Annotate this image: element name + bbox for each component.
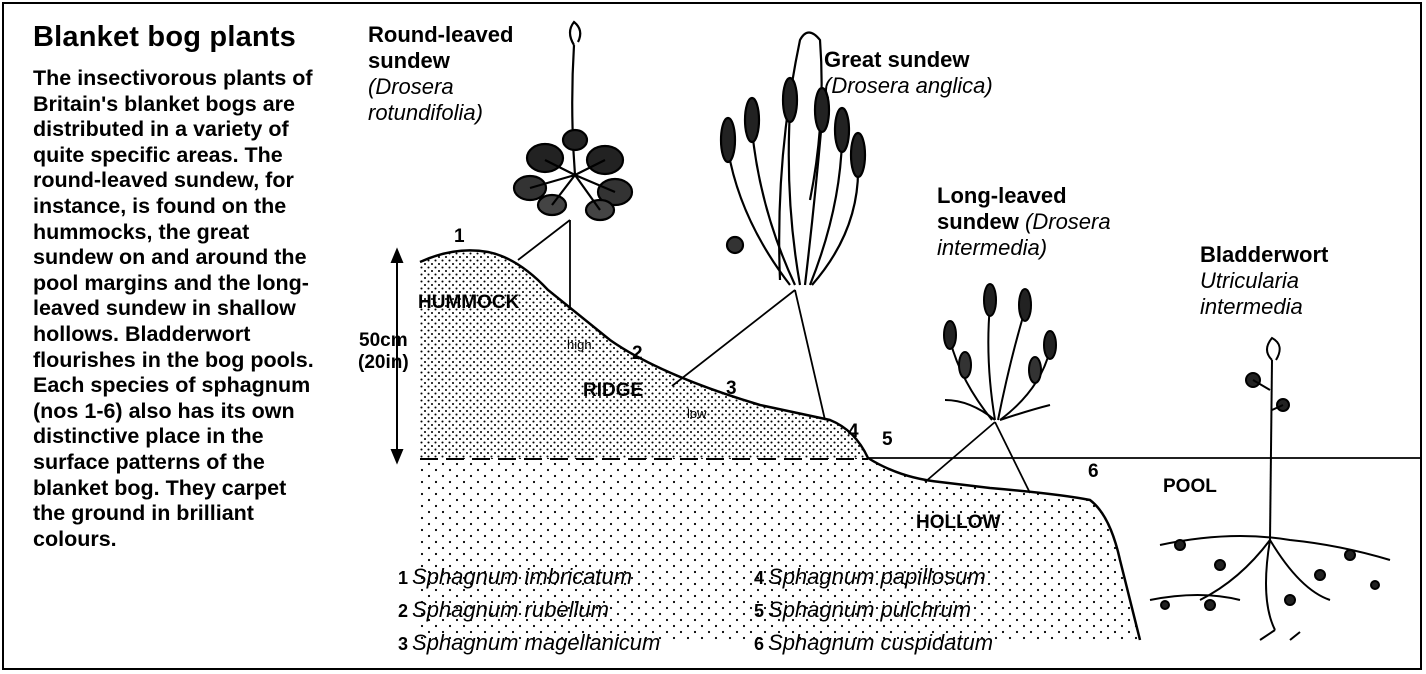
long-leaved-name-line-2: sundew <box>937 209 1019 234</box>
hummock-ridge-peat <box>420 250 868 458</box>
height-metric: 50cm <box>358 330 409 352</box>
long-leaved-sundew-illustration <box>944 284 1056 420</box>
round-leaved-latin-line-1: (Drosera <box>368 74 513 100</box>
marker-3: 3 <box>726 378 737 400</box>
zone-hollow: HOLLOW <box>916 512 1000 534</box>
round-leaved-sundew-label: Round-leaved sundew (Drosera rotundifoli… <box>368 22 513 126</box>
zone-ridge: RIDGE <box>583 380 643 402</box>
height-scale-label: 50cm (20in) <box>358 330 409 374</box>
marker-1: 1 <box>454 226 465 248</box>
long-leaved-name-line-1: Long-leaved <box>937 183 1111 209</box>
long-leaved-latin-line-1: (Drosera <box>1025 209 1111 234</box>
bladderwort-latin-line-1: Utricularia <box>1200 268 1328 294</box>
great-sundew-latin: (Drosera anglica) <box>824 73 993 99</box>
long-leaved-sundew-label: Long-leaved sundew (Drosera intermedia) <box>937 183 1111 261</box>
zone-hummock: HUMMOCK <box>418 292 519 314</box>
height-imperial: (20in) <box>358 352 409 374</box>
marker-6: 6 <box>1088 461 1099 483</box>
diagram-title: Blanket bog plants <box>33 22 296 54</box>
round-leaved-latin-line-2: rotundifolia) <box>368 100 513 126</box>
zone-pool: POOL <box>1163 476 1217 498</box>
round-leaved-sundew-illustration <box>514 22 632 220</box>
round-leaved-name-line-1: Round-leaved <box>368 22 513 48</box>
bladderwort-latin-line-2: intermedia <box>1200 294 1328 320</box>
long-leaved-latin-line-2: intermedia) <box>937 235 1111 261</box>
bladderwort-name: Bladderwort <box>1200 242 1328 268</box>
zone-low: low <box>687 406 707 421</box>
marker-5: 5 <box>882 429 893 451</box>
diagram-description: The insectivorous plants of Britain's bl… <box>33 66 323 552</box>
marker-4: 4 <box>848 421 859 443</box>
marker-2: 2 <box>632 343 643 365</box>
great-sundew-label: Great sundew (Drosera anglica) <box>824 47 993 99</box>
bladderwort-label: Bladderwort Utricularia intermedia <box>1200 242 1328 320</box>
zone-high: high <box>567 337 592 352</box>
round-leaved-name-line-2: sundew <box>368 48 513 74</box>
great-sundew-name: Great sundew <box>824 47 993 73</box>
